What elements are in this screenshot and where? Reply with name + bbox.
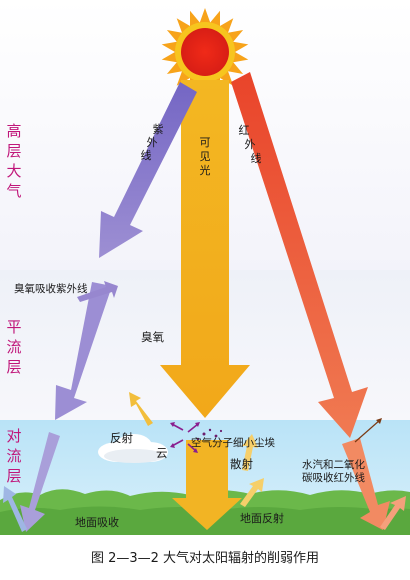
beam-visible-char: 见 xyxy=(200,150,211,163)
cloud-icon xyxy=(98,434,168,463)
beam-uv-char: 外 xyxy=(147,136,158,149)
ir-arrow xyxy=(231,72,390,530)
uv-arrow xyxy=(20,82,197,532)
beam-ir-char: 线 xyxy=(251,151,262,165)
reflection-arrow xyxy=(129,392,153,426)
layer-label-strato: 平流层 xyxy=(6,318,21,376)
layer-upper-char: 层 xyxy=(6,142,21,160)
left-ground-reflection-arrow xyxy=(3,486,27,532)
scattering-arrows xyxy=(170,422,200,453)
layer-label-tropo: 对流层 xyxy=(6,427,21,485)
caption-band xyxy=(0,535,410,576)
ozone-absorption-arrow xyxy=(77,281,118,302)
layer-tropo-char: 流 xyxy=(6,447,21,465)
label-ground-absorption: 地面吸收 xyxy=(75,515,119,529)
label-particles: 空气分子细小尘埃 xyxy=(191,436,275,449)
layer-strato-char: 平 xyxy=(6,318,21,336)
label-scattering: 散射 xyxy=(230,457,253,471)
scatter-light-arrows xyxy=(240,434,264,507)
layer-upper-char: 气 xyxy=(6,182,21,200)
right-ground-reflection-arrow xyxy=(380,496,406,530)
label-cloud: 云 xyxy=(156,446,168,460)
label-ground-reflection: 地面反射 xyxy=(240,511,284,525)
beam-uv-char: 紫 xyxy=(153,123,164,136)
sun-icon xyxy=(161,8,249,96)
beam-label-uv: 紫外线 xyxy=(141,123,164,162)
beam-uv-char: 线 xyxy=(141,148,152,162)
vapor-absorption-arrow xyxy=(354,418,382,443)
layer-tropo-char: 层 xyxy=(6,467,21,485)
layer-upper-char: 大 xyxy=(6,162,21,180)
layer-upper-char: 高 xyxy=(6,122,21,140)
beam-ir-char: 红 xyxy=(239,124,250,137)
label-ozone-absorbs-uv: 臭氧吸收紫外线 xyxy=(14,282,88,295)
label-vapor-co2-line2: 碳吸收红外线 xyxy=(302,471,365,484)
label-reflection: 反射 xyxy=(110,431,133,445)
layer-strato-char: 层 xyxy=(6,358,21,376)
label-ozone: 臭氧 xyxy=(141,330,164,344)
beam-visible-char: 可 xyxy=(200,136,211,149)
beam-visible-char: 光 xyxy=(200,163,211,177)
visible-light-arrow xyxy=(160,80,250,530)
layer-strato-char: 流 xyxy=(6,338,21,356)
beam-label-ir: 红外线 xyxy=(239,124,262,165)
figure-caption: 图 2—3—2 大气对太阳辐射的削弱作用 xyxy=(91,550,319,566)
label-vapor-co2-line1: 水汽和二氧化 xyxy=(302,458,365,471)
layer-tropo-char: 对 xyxy=(6,427,21,445)
particle-dots xyxy=(196,428,223,441)
beam-label-visible: 可见光 xyxy=(200,136,211,177)
beam-ir-char: 外 xyxy=(245,138,256,151)
